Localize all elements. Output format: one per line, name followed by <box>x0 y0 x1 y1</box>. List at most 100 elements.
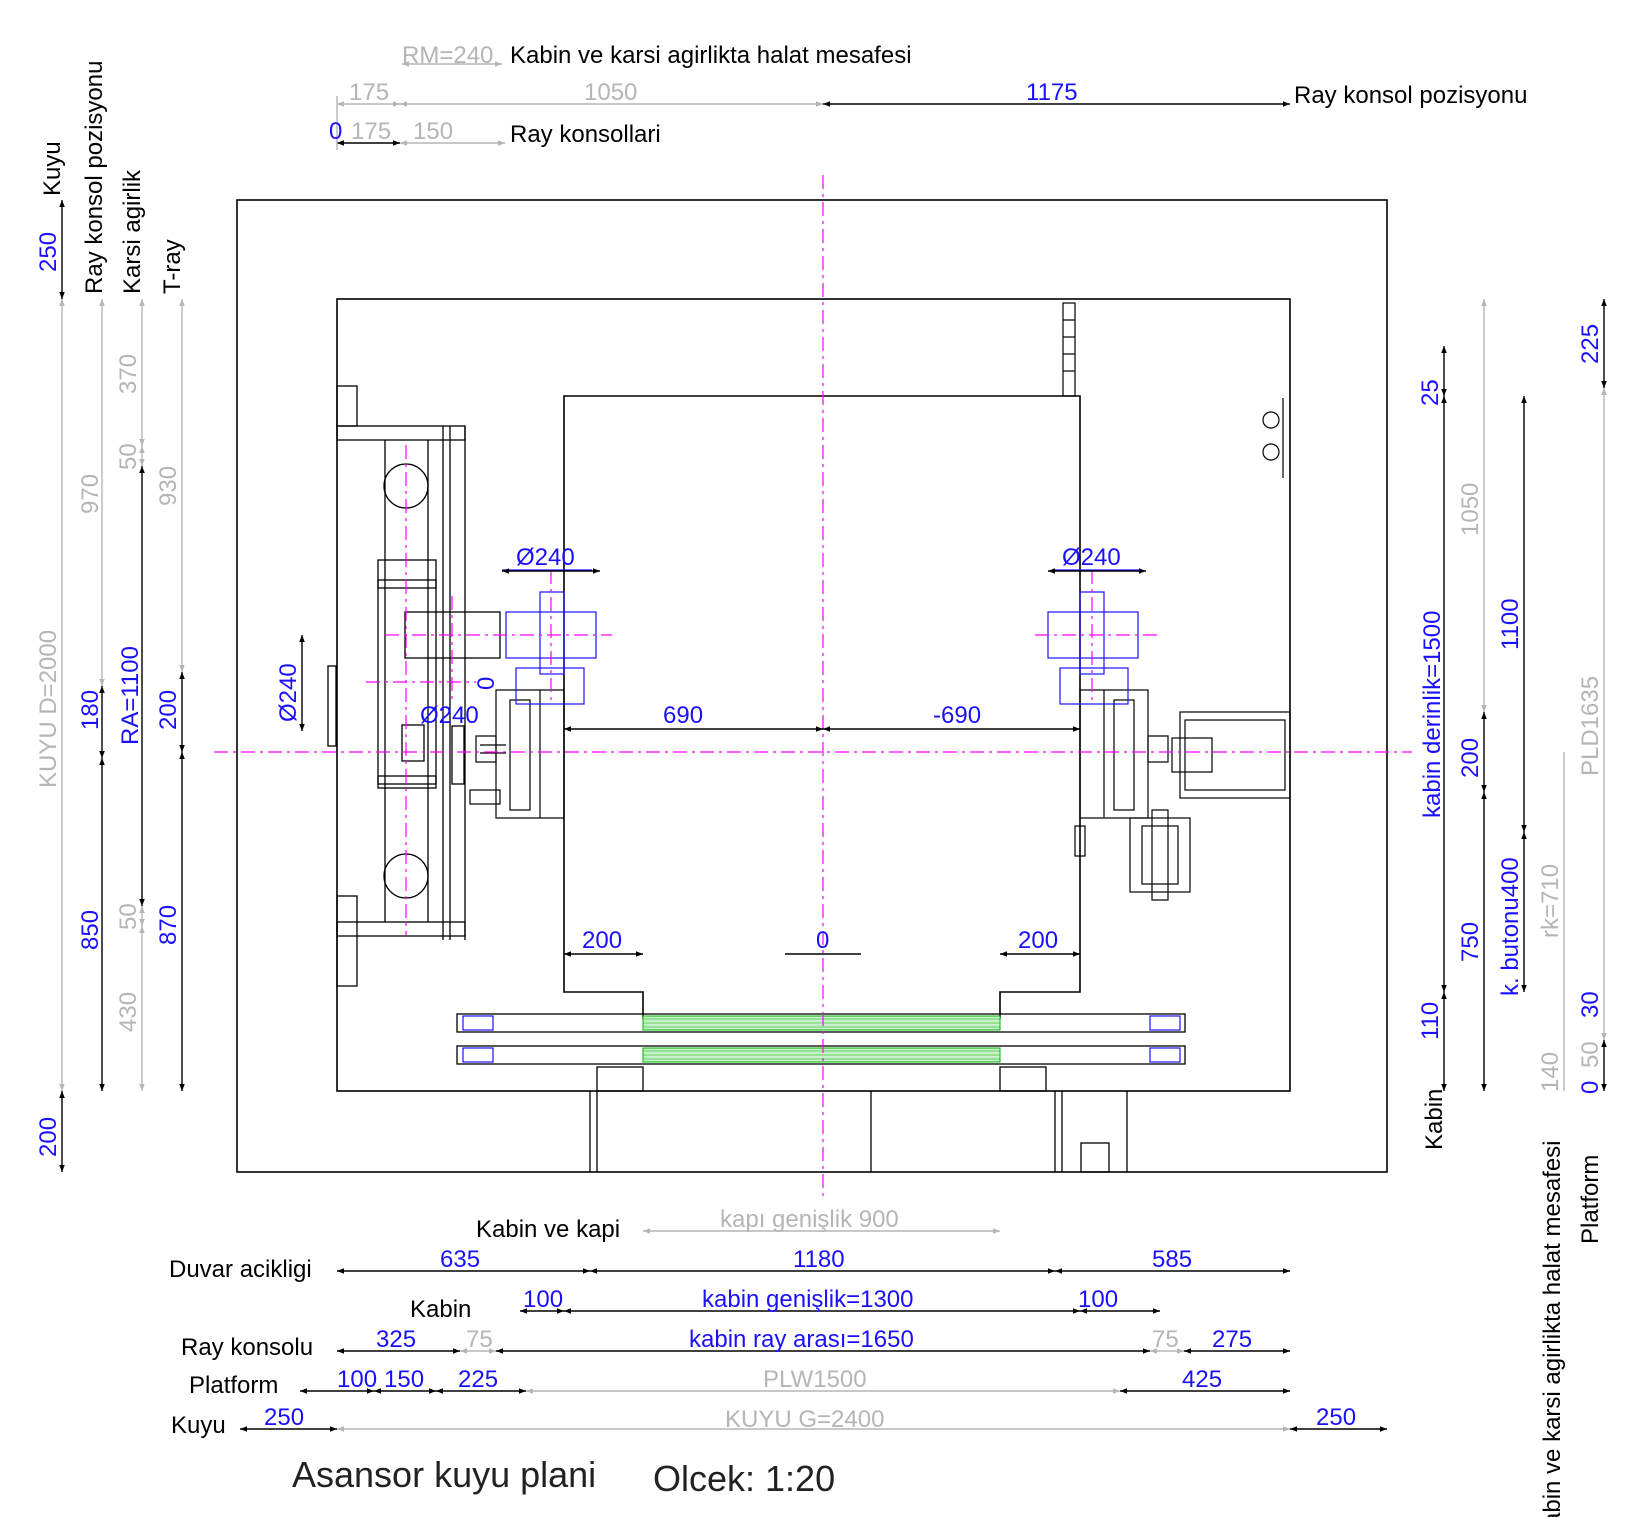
phi-small: Ø240 <box>420 702 479 729</box>
right-pld: PLD1635 <box>1577 676 1604 776</box>
door-sill-ends <box>462 1015 1181 1063</box>
right-dim-140: 140 <box>1537 1052 1564 1092</box>
right-kabin-label: Kabin <box>1421 1089 1448 1150</box>
left-dim-870: 870 <box>155 905 182 945</box>
kabin-ve-kapi-label: Kabin ve kapi <box>476 1216 620 1243</box>
phi-right: Ø240 <box>1062 544 1121 571</box>
cabin-outline <box>563 395 1081 1019</box>
kabin-genislik: kabin genişlik=1300 <box>702 1286 914 1313</box>
left-dim-850: 850 <box>77 910 104 950</box>
kuyu-bottom-label: Kuyu <box>171 1412 226 1439</box>
ray-konsollari-label: Ray konsollari <box>510 121 661 148</box>
door-panel-hatch <box>643 1018 1000 1060</box>
bottom-dim-250a: 250 <box>264 1404 304 1431</box>
top-dim-175b: 175 <box>351 118 391 145</box>
left-dim-50a: 50 <box>115 443 142 470</box>
left-kuyu-d: KUYU D=2000 <box>35 630 62 788</box>
left-t-ray-label: T-ray <box>159 239 186 294</box>
entrance-frame <box>589 1091 1128 1173</box>
left-dim-370: 370 <box>115 354 142 394</box>
left-kuyu-label: Kuyu <box>39 141 66 196</box>
left-dim-200-bottom: 200 <box>35 1117 62 1157</box>
center-dim-m690: -690 <box>933 702 981 729</box>
top-dim-1175: 1175 <box>1026 79 1078 106</box>
drawing-scale: Olcek: 1:20 <box>653 1458 835 1499</box>
zero-rot: 0 <box>473 677 500 690</box>
bottom-dim-1180: 1180 <box>793 1246 845 1273</box>
bottom-dim-225: 225 <box>458 1366 498 1393</box>
right-dim-1050: 1050 <box>1457 483 1484 536</box>
bottom-dim-275: 275 <box>1212 1326 1252 1353</box>
call-button-panel <box>1262 398 1284 478</box>
right-dim-30: 30 <box>1577 991 1604 1018</box>
annotations: RM=240 Kabin ve karsi agirlikta halat me… <box>35 42 1604 1517</box>
top-dim-0: 0 <box>329 118 342 145</box>
left-dim-970: 970 <box>77 474 104 514</box>
right-dim-225: 225 <box>1577 324 1604 364</box>
door-sills <box>456 1013 1186 1092</box>
bottom-dim-100: 100 <box>337 1366 377 1393</box>
left-dim-250: 250 <box>35 232 62 272</box>
center-dim-200r: 200 <box>1018 927 1058 954</box>
top-rail-bracket <box>1062 302 1076 397</box>
right-dim-25: 25 <box>1417 379 1444 406</box>
ray-konsol-pozisyonu-label: Ray konsol pozisyonu <box>1294 82 1527 109</box>
bottom-dim-75a: 75 <box>466 1326 493 1353</box>
ray-konsolu-label: Ray konsolu <box>181 1334 313 1361</box>
shaft-structure <box>236 199 1388 1173</box>
center-dim-200l: 200 <box>582 927 622 954</box>
bottom-dim-250b: 250 <box>1316 1404 1356 1431</box>
bottom-dim-150: 150 <box>384 1366 424 1393</box>
left-ra: RA=1100 <box>117 646 144 745</box>
phi-vertical: Ø240 <box>275 663 302 722</box>
platform-bottom-label: Platform <box>189 1372 278 1399</box>
rm-dim: RM=240 <box>402 42 493 69</box>
left-dim-180: 180 <box>77 690 104 730</box>
center-dim-690: 690 <box>663 702 703 729</box>
right-platform-label: Platform <box>1577 1155 1604 1244</box>
bottom-dim-100a: 100 <box>523 1286 563 1313</box>
right-dim-110: 110 <box>1417 1002 1444 1040</box>
bottom-dim-585: 585 <box>1152 1246 1192 1273</box>
bottom-dim-75b: 75 <box>1152 1326 1179 1353</box>
bottom-dim-425: 425 <box>1182 1366 1222 1393</box>
left-dim-930: 930 <box>155 466 182 506</box>
left-ray-konsol-label: Ray konsol pozisyonu <box>81 61 108 294</box>
kabin-ray-arasi: kabin ray arası=1650 <box>689 1326 914 1353</box>
bottom-dim-635: 635 <box>440 1246 480 1273</box>
right-dim-50: 50 <box>1577 1041 1604 1068</box>
right-dim-0: 0 <box>1577 1081 1604 1094</box>
right-rk: rk=710 <box>1537 864 1564 938</box>
right-kabin-derinlik: kabin derinlik=1500 <box>1419 611 1446 818</box>
right-rail-guide-shoe <box>1047 569 1142 705</box>
dimension-lines <box>59 61 1607 1432</box>
shaft-inner-wall <box>336 298 1291 1092</box>
center-axes <box>214 175 1412 1196</box>
left-rail-guide-shoe <box>502 569 597 705</box>
rm-label: Kabin ve karsi agirlikta halat mesafesi <box>510 42 912 69</box>
left-car-guide <box>469 689 565 819</box>
shaft-outer-wall <box>236 199 1388 1173</box>
top-dim-1050: 1050 <box>584 79 637 106</box>
top-dim-150: 150 <box>413 118 453 145</box>
right-dim-200: 200 <box>1457 738 1484 778</box>
left-dim-50b: 50 <box>115 903 142 930</box>
drawing-title: Asansor kuyu plani <box>292 1454 596 1495</box>
left-dim-200t: 200 <box>155 690 182 730</box>
drive-machine <box>1129 711 1291 901</box>
top-dim-175: 175 <box>349 79 389 106</box>
duvar-acikligi-label: Duvar acikligi <box>169 1256 312 1283</box>
right-car-guide <box>1074 689 1169 857</box>
kapi-genislik: kapı genişlik 900 <box>720 1206 899 1233</box>
phi-left: Ø240 <box>516 544 575 571</box>
plw: PLW1500 <box>763 1366 867 1393</box>
kuyu-g: KUYU G=2400 <box>725 1406 884 1433</box>
right-halat-label: Kabin ve karsi agirlikta halat mesafesi <box>1539 1140 1566 1517</box>
center-dim-0: 0 <box>816 927 829 954</box>
kabin-bottom-label: Kabin <box>410 1296 471 1323</box>
left-dim-430: 430 <box>115 992 142 1032</box>
bottom-dim-325: 325 <box>376 1326 416 1353</box>
bottom-dim-100b: 100 <box>1078 1286 1118 1313</box>
right-k-butonu: k. butonu400 <box>1497 857 1524 996</box>
